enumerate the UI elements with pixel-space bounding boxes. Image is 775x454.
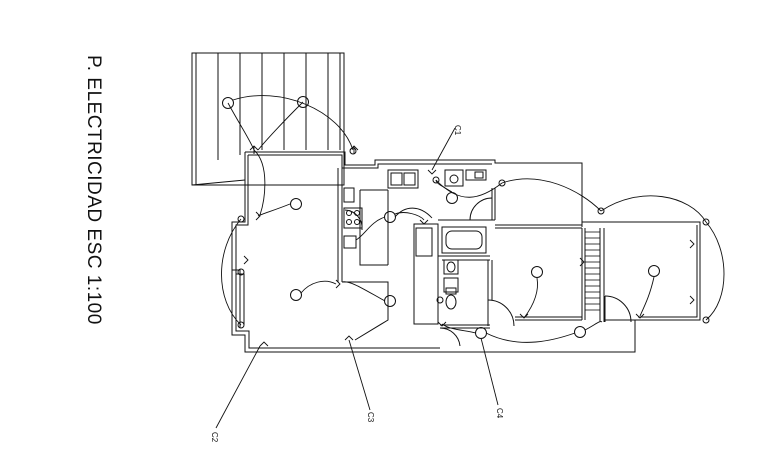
circuit-labels: C1 C2 C3 C4 [210,125,504,443]
circuit-label-c2: C2 [210,432,219,443]
circuit-label-c3: C3 [366,412,375,423]
wiring [216,96,724,428]
outlets [238,148,709,328]
terrace-pergola [192,53,344,185]
kitchen-fixtures [344,170,418,248]
interior-walls [338,168,635,340]
drawing-title: P. ELECTRICIDAD ESC 1:100 [83,55,104,325]
doors [345,198,631,346]
switches [244,146,694,346]
bay-window [232,270,244,328]
stairs [585,232,600,310]
bathroom-fixtures [416,227,486,310]
circuit-label-c1: C1 [453,125,462,136]
outer-walls [232,152,700,352]
circuit-label-c4: C4 [495,408,504,419]
laundry-fixtures [445,170,486,186]
ceiling-lights [223,97,660,339]
